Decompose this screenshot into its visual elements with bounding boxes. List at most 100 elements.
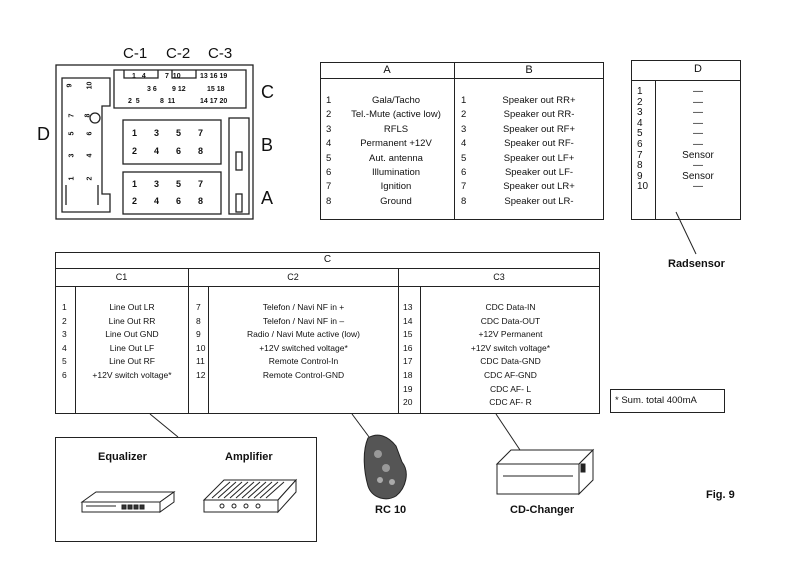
table-ab-b-num: 1 (461, 95, 467, 106)
pin-label: 3 (154, 179, 160, 189)
table-c-label: Remote Control-In (268, 356, 339, 367)
pin-label: 20 (219, 98, 228, 105)
table-d-label: — (693, 181, 703, 193)
table-c-label: Line Out LF (109, 342, 155, 353)
table-d-divider (631, 80, 741, 81)
note-text: * Sum. total 400mA (615, 395, 697, 406)
table-ab-a-label: Gala/Tacho (371, 95, 421, 106)
table-c-num: 20 (403, 397, 413, 408)
table-c-num: 14 (403, 315, 413, 326)
table-ab-b-label: Speaker out RR- (503, 109, 575, 121)
table-ab-b-num: 6 (461, 167, 467, 178)
c-pins-bot-right: 14 17 20 (200, 98, 227, 105)
table-d-header: D (694, 63, 702, 75)
table-c-label: CDC AF- L (489, 383, 532, 394)
table-c-label: CDC Data-IN (485, 302, 536, 312)
table-c-label: Telefon / Navi NF in – (262, 315, 345, 326)
table-c-label: Line Out GND (105, 329, 159, 340)
table-ab-a-num: 3 (326, 123, 332, 135)
table-ab-a-label: Ignition (380, 181, 412, 193)
table-ab-a-num: 5 (326, 152, 332, 164)
connector-outline (55, 64, 254, 220)
table-ab-a-num: 8 (326, 195, 332, 207)
table-c-num-divider-3 (420, 286, 421, 414)
table-c-label: Line Out RR (108, 315, 156, 326)
pin-label: 18 (216, 86, 225, 93)
table-ab-b-label: Speaker out RF- (504, 138, 574, 150)
pin-label: 6 (152, 86, 157, 93)
table-d-label: — (693, 117, 703, 129)
table-c-num: 3 (62, 329, 67, 340)
table-c-col-divider-2 (398, 268, 399, 414)
label-d: D (37, 124, 50, 144)
pin-label: 1 (132, 179, 138, 189)
table-d-label: Sensor (682, 170, 714, 182)
table-c-num: 11 (196, 356, 205, 367)
pin-label: 1 (68, 176, 76, 181)
table-c-label: +12V switched voltage* (259, 342, 348, 353)
table-c-label: Radio / Navi Mute active (low) (247, 329, 360, 340)
pin-label: 7 (68, 113, 76, 118)
table-c-num: 6 (62, 370, 67, 380)
pin-label: 5 (68, 131, 76, 136)
amplifier-icon (202, 478, 298, 514)
table-ab-col-divider (454, 62, 455, 220)
pin-label: 4 (141, 73, 146, 80)
table-d-label: — (693, 107, 703, 119)
table-ab-b-num: 3 (461, 123, 467, 135)
c-pins-bot-left: 2 5 (128, 98, 140, 105)
table-ab-a-label: Illumination (371, 167, 421, 178)
note-box (610, 389, 725, 413)
pin-label: 8 (84, 113, 92, 118)
d-pins-row-1: 9 (66, 84, 73, 88)
table-d-label: Sensor (682, 149, 714, 161)
table-c-num: 2 (62, 315, 67, 326)
table-d-num: 8 (637, 160, 643, 172)
table-ab-b-num: 2 (461, 109, 467, 121)
pin-label: 2 (132, 196, 138, 206)
label-c1: C-1 (123, 45, 148, 62)
c-pins-bot-mid: 8 11 (160, 98, 175, 105)
pin-label: 2 (128, 98, 132, 105)
table-ab-b-num: 4 (461, 138, 467, 150)
table-c-num: 17 (403, 356, 413, 367)
pin-label: 9 (66, 83, 74, 88)
pin-label: 7 (198, 128, 204, 138)
equalizer-icon (80, 491, 176, 513)
table-c-col-divider-1 (188, 268, 189, 414)
table-c-label: +12V Permanent (478, 329, 543, 340)
pin-label: 6 (86, 131, 94, 136)
table-c-num: 18 (403, 370, 413, 380)
table-c-num-divider-2 (208, 286, 209, 414)
table-d-num: 4 (637, 117, 643, 129)
table-ab-header-a: A (383, 64, 391, 76)
pin-label: 5 (176, 128, 182, 138)
table-ab-header-b: B (525, 64, 533, 76)
table-d-label: — (693, 86, 703, 97)
pin-label: 7 (165, 73, 169, 80)
table-c-c3-header: C3 (493, 272, 505, 282)
table-c-num: 8 (196, 315, 201, 326)
pin-label: 2 (132, 146, 138, 156)
d-pins-row-3b: 6 (86, 132, 93, 136)
table-ab-a-num: 4 (326, 138, 332, 150)
pin-label: 4 (154, 146, 160, 156)
rc10-label: RC 10 (375, 504, 407, 516)
table-c-label: CDC Data-OUT (480, 315, 541, 326)
pin-label: 3 (147, 86, 151, 93)
table-ab-a-num: 6 (326, 167, 332, 178)
table-ab-a-num: 7 (326, 181, 332, 193)
table-c-label: Line Out LR (109, 302, 155, 312)
pin-label: 1 (132, 128, 138, 138)
table-d-label: — (693, 96, 703, 108)
radsensor-caption: Radsensor (668, 258, 725, 270)
radsensor-pointer (675, 211, 697, 255)
equalizer-label: Equalizer (98, 451, 147, 463)
table-ab-b-num: 8 (461, 195, 467, 207)
table-c-num: 4 (62, 342, 67, 353)
pin-label: 8 (198, 196, 204, 206)
table-c-label: CDC AF-GND (484, 370, 537, 380)
